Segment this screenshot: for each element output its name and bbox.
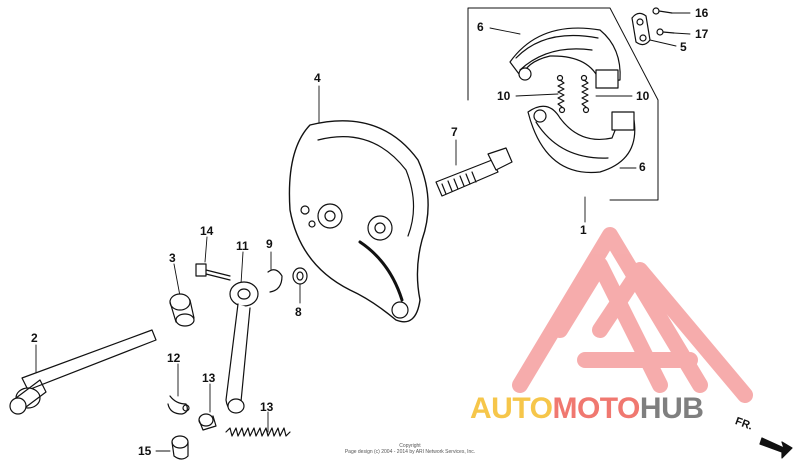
callout-8: 7 xyxy=(451,125,458,139)
forward-arrow-icon xyxy=(759,437,793,459)
callout-1: 1 xyxy=(580,223,587,237)
callout-10-right: 10 xyxy=(636,89,650,103)
callout-10-left: 10 xyxy=(497,89,511,103)
shoe-spring-left xyxy=(556,74,566,114)
callout-4: 4 xyxy=(314,71,321,85)
callout-13-upper: 16 xyxy=(695,6,709,20)
callout-2: 2 xyxy=(31,331,38,345)
watermark-logo xyxy=(512,227,753,403)
watermark-brand-moto: MOTO xyxy=(552,392,640,425)
retaining-clip xyxy=(267,269,283,293)
callout-17: 14 xyxy=(200,224,214,238)
watermark-brand-auto: AUTO xyxy=(470,392,553,425)
bolt-lower xyxy=(656,28,675,36)
bushing xyxy=(169,293,195,327)
copyright-notice: Copyright Page design (c) 2004 - 2014 by… xyxy=(300,443,520,455)
brake-shoe-lower xyxy=(527,105,636,174)
return-spring xyxy=(225,427,291,437)
bolt-upper xyxy=(652,7,673,15)
callout-6-upper: 6 xyxy=(477,20,484,34)
callout-5: 5 xyxy=(680,40,687,54)
assembly-boundary xyxy=(467,7,659,201)
callout-9: 9 xyxy=(266,237,273,251)
watermark-brand-text: AUTOMOTOHUB xyxy=(470,392,704,426)
shoe-spring-right xyxy=(580,74,590,114)
pinch-bolt xyxy=(195,263,231,281)
brake-arm xyxy=(225,281,259,414)
watermark-brand-hub: HUB xyxy=(639,392,704,425)
brake-camshaft xyxy=(435,147,513,197)
rod-clip xyxy=(167,395,190,415)
callout-7: 8 xyxy=(295,305,302,319)
brake-shoe-upper xyxy=(509,27,621,89)
brake-rod xyxy=(9,329,157,415)
callout-14: 13 xyxy=(260,400,274,414)
callout-12: 12 xyxy=(167,351,181,365)
brake-panel xyxy=(288,120,429,323)
anchor-plate xyxy=(631,12,651,46)
callout-6-lower: 6 xyxy=(639,160,646,174)
rod-joint xyxy=(171,435,189,460)
copyright-line-1: Copyright xyxy=(399,443,421,449)
copyright-line-2: Page design (c) 2004 - 2014 by ARI Netwo… xyxy=(344,449,476,455)
callout-3: 3 xyxy=(169,251,176,265)
joint-pin xyxy=(198,413,217,431)
callout-15: 13 xyxy=(202,371,216,385)
callout-16: 15 xyxy=(138,444,152,458)
callout-11: 11 xyxy=(236,239,249,253)
callout-13-lower: 17 xyxy=(695,27,709,41)
washer xyxy=(292,267,308,285)
